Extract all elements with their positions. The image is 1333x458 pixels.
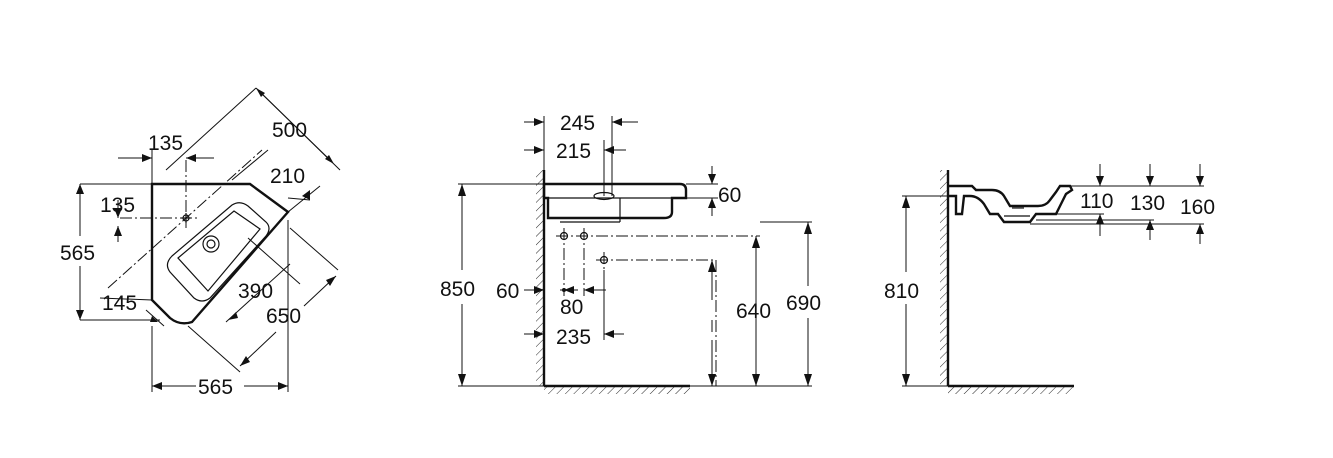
dim-640: 640 bbox=[736, 300, 771, 323]
dim-110: 110 bbox=[1080, 190, 1113, 213]
side-view: 110 130 160 810 bbox=[884, 164, 1215, 394]
dim-390: 390 bbox=[238, 280, 273, 303]
dim-60-right: 60 bbox=[718, 184, 741, 207]
wall-hatch bbox=[536, 170, 544, 386]
dim-690: 690 bbox=[786, 292, 821, 315]
dim-130: 130 bbox=[1130, 192, 1165, 215]
dim-565-left: 565 bbox=[60, 242, 95, 265]
dim-160: 160 bbox=[1180, 196, 1215, 219]
dim-80: 80 bbox=[560, 296, 583, 319]
front-view: 245 215 60 850 bbox=[440, 112, 821, 394]
dim-145: 145 bbox=[102, 292, 137, 315]
dim-135-top: 135 bbox=[148, 132, 183, 155]
dim-245: 245 bbox=[560, 112, 595, 135]
dim-500: 500 bbox=[272, 119, 307, 142]
basin-bowl-inner bbox=[177, 210, 261, 292]
dim-565-bottom: 565 bbox=[198, 376, 233, 399]
dim-850: 850 bbox=[440, 278, 475, 301]
dim-215: 215 bbox=[556, 140, 591, 163]
basin-bowl bbox=[166, 202, 270, 302]
drain-icon bbox=[202, 235, 220, 253]
dim-650: 650 bbox=[266, 305, 301, 328]
drain-inner-icon bbox=[206, 239, 216, 249]
dim-810: 810 bbox=[884, 280, 919, 303]
dim-210: 210 bbox=[270, 165, 305, 188]
basin-side-profile bbox=[948, 184, 1074, 224]
basin-front bbox=[542, 182, 688, 220]
floor-hatch bbox=[544, 386, 690, 394]
dim-235: 235 bbox=[556, 326, 591, 349]
plan-view: 500 135 210 135 565 390 bbox=[60, 87, 341, 399]
dim-135-left: 135 bbox=[100, 194, 135, 217]
side-wall-hatch bbox=[940, 170, 948, 386]
side-floor-hatch bbox=[948, 386, 1074, 394]
dim-60-left: 60 bbox=[496, 280, 519, 303]
basin-outline bbox=[150, 182, 290, 325]
